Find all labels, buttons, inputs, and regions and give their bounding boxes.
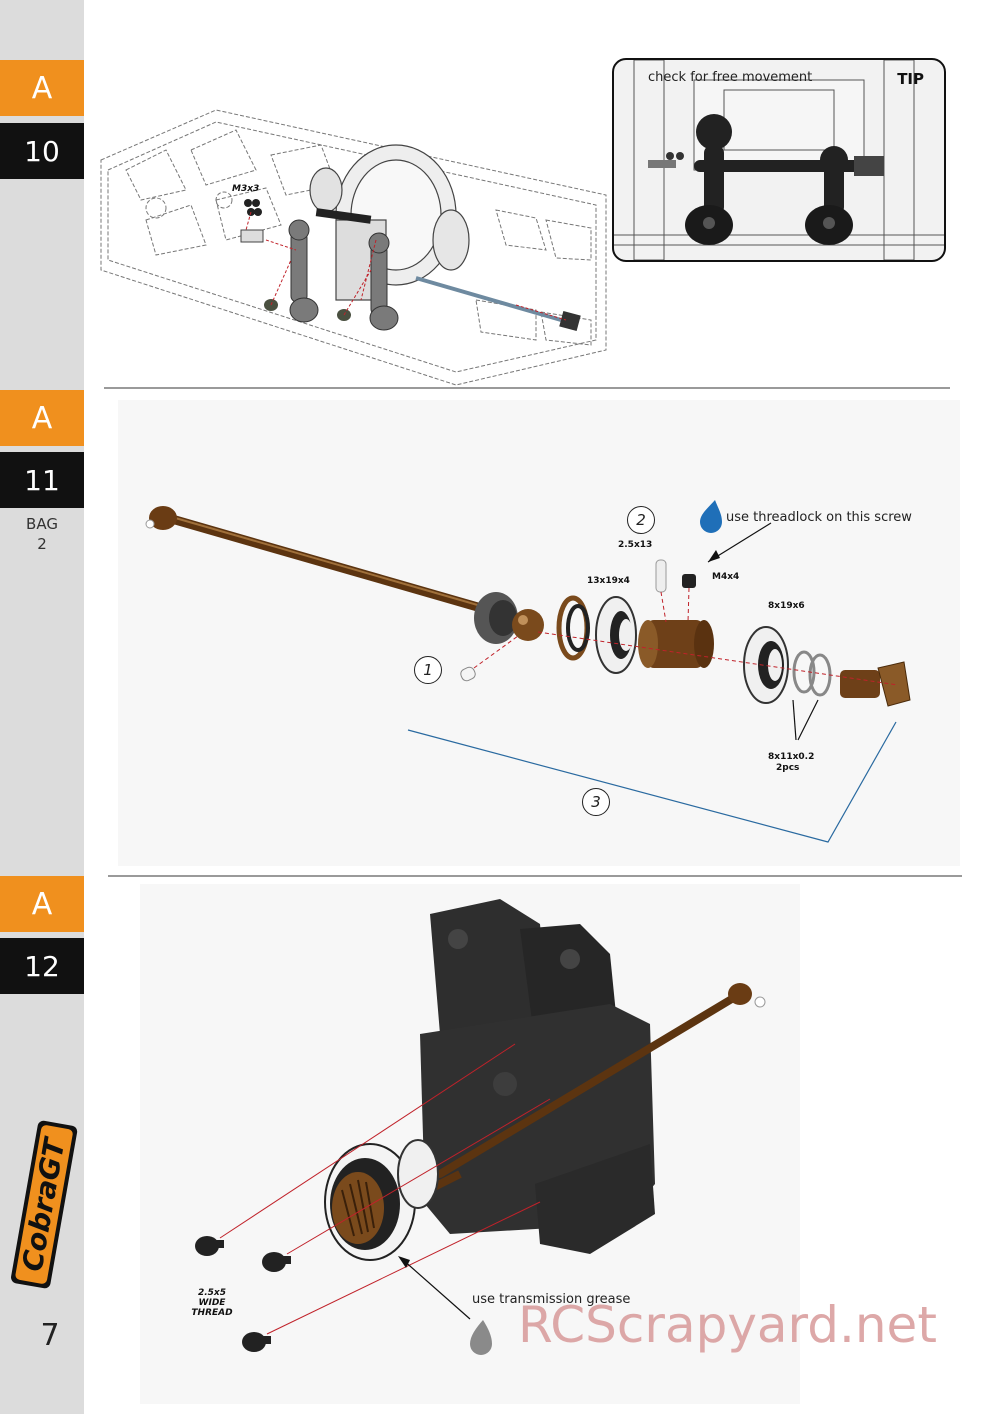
screw-size-label: M4x4	[712, 572, 740, 582]
step-number-tab: 10	[0, 123, 84, 179]
assembly-step-callout: 1	[414, 656, 442, 684]
driveshaft-exploded-drawing	[145, 500, 911, 843]
cobra-gt-logo: CobraGT	[11, 1120, 78, 1289]
step-number-tab: 11	[0, 452, 84, 508]
shim-size-label: 8x11x0.2	[768, 752, 815, 762]
threadlock-note: use threadlock on this screw	[726, 510, 912, 525]
section-divider	[108, 875, 962, 877]
bearing-size-label: 8x19x6	[768, 601, 805, 611]
tip-illustration	[614, 60, 944, 260]
assembly-step-callout: 3	[582, 788, 610, 816]
screw-size-line: THREAD	[191, 1308, 233, 1318]
bag-text: BAG	[26, 515, 58, 533]
bag-number: 2	[37, 535, 47, 553]
bearing-size-label: 13x19x4	[587, 576, 630, 586]
screw-size-line: 2.5x5	[197, 1288, 226, 1298]
step-number-tab: 12	[0, 938, 84, 994]
step-letter-tab: A	[0, 60, 84, 116]
chassis-drawing	[100, 109, 607, 386]
tip-title: TIP	[897, 70, 924, 88]
screw-size-label: M3x3	[232, 184, 260, 194]
assembly-step-callout: 2	[627, 506, 655, 534]
bag-label: BAG 2	[0, 514, 84, 554]
step-letter-tab: A	[0, 390, 84, 446]
tip-box: check for free movement TIP	[612, 58, 946, 262]
grease-drop-icon	[470, 1320, 492, 1355]
pin-size-label: 2.5x13	[618, 540, 653, 550]
gearbox-assembly-drawing	[195, 899, 766, 1355]
page-number: 7	[40, 1318, 60, 1353]
screw-size-line: WIDE	[198, 1298, 226, 1308]
screw-size-label: 2.5x5 WIDE THREAD	[190, 1288, 234, 1318]
section-divider	[104, 387, 950, 389]
grease-note: use transmission grease	[472, 1292, 631, 1307]
threadlock-drop-icon	[700, 500, 722, 533]
watermark: RCScrapyard.net	[518, 1296, 937, 1354]
tip-note: check for free movement	[648, 70, 813, 85]
shim-quantity-label: 2pcs	[776, 763, 800, 773]
step-letter-tab: A	[0, 876, 84, 932]
